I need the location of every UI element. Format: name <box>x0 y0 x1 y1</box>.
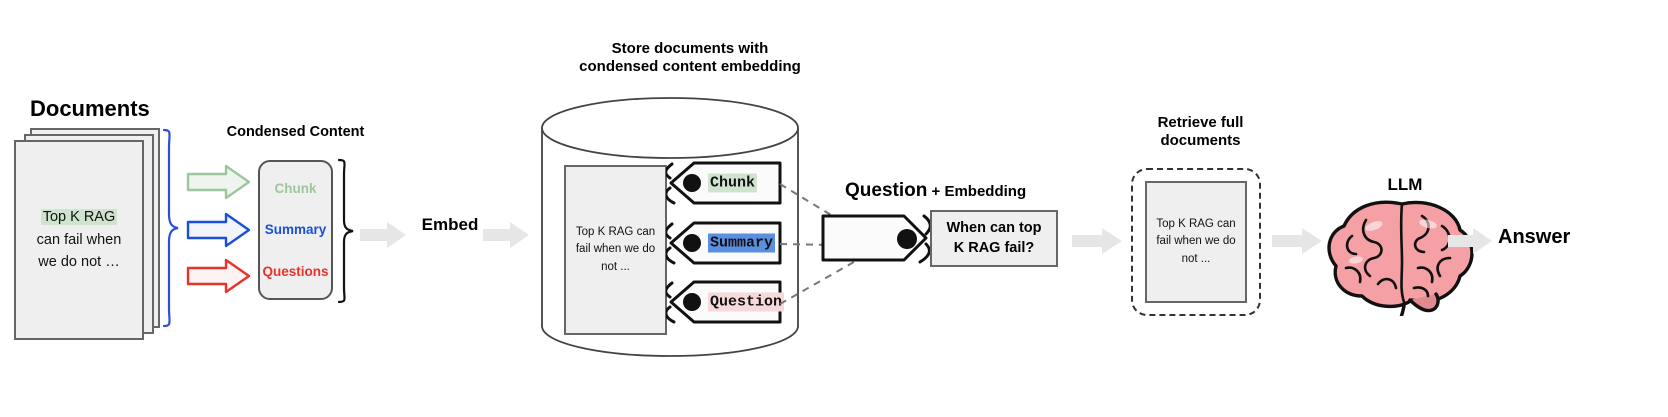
store-title-line-1: Store documents with <box>611 40 769 57</box>
question-title-rest: + Embedding <box>927 183 1027 200</box>
stored-doc-line-2: fail when we do <box>575 243 656 256</box>
arrow-chunk-icon <box>186 164 251 200</box>
retrieved-document-text: Top K RAG can fail when we do not ... <box>1156 216 1235 268</box>
arrow-retrieve-to-llm-icon <box>1272 228 1322 254</box>
arrow-question-to-retrieve-icon <box>1072 228 1122 254</box>
question-text: When can top K RAG fail? <box>946 219 1041 258</box>
retrieve-title: Retrieve full documents <box>1118 114 1283 149</box>
tag-icon <box>821 214 932 264</box>
retrieved-doc-line-2: fail when we do <box>1156 235 1236 248</box>
tag-chunk: Chunk <box>664 160 782 206</box>
arrow-questions-icon <box>186 258 251 294</box>
arrow-embed-to-store-icon <box>483 222 529 248</box>
tag-chunk-label: Chunk <box>708 173 758 193</box>
tag-question: Question <box>664 279 785 325</box>
tag-question-label: Question <box>708 292 785 312</box>
arrow-summary-icon <box>186 212 251 248</box>
condensed-item-summary: Summary <box>264 222 327 238</box>
question-line-1: When can top <box>946 219 1042 236</box>
stored-doc-line-3: not ... <box>601 260 630 273</box>
documents-title: Documents <box>30 96 150 121</box>
retrieve-title-line-2: documents <box>1160 131 1241 149</box>
question-line-2: K RAG fail? <box>953 239 1035 256</box>
condensed-content-box: Chunk Summary Questions <box>258 160 333 300</box>
document-text-line-2: can fail when <box>36 231 122 248</box>
question-title-strong: Question <box>845 180 928 201</box>
condensed-item-questions: Questions <box>262 263 329 279</box>
document-text-line-3: we do not … <box>38 254 120 271</box>
document-text: Top K RAG can fail when we do not … <box>36 206 122 273</box>
document-text-line-1: Top K RAG <box>40 209 118 226</box>
retrieved-doc-line-3: not ... <box>1181 252 1211 265</box>
tag-summary-label: Summary <box>708 233 776 253</box>
stored-document: Top K RAG can fail when we do not ... <box>564 165 667 335</box>
retrieve-title-line-1: Retrieve full <box>1157 114 1244 131</box>
brain-icon <box>1327 200 1474 316</box>
retrieved-document: Top K RAG can fail when we do not ... <box>1145 181 1247 303</box>
retrieve-dashed-container <box>1131 168 1261 316</box>
question-embedding-title: Question + Embedding <box>845 180 1045 202</box>
question-text-box: When can top K RAG fail? <box>930 210 1058 267</box>
retrieved-doc-line-1: Top K RAG can <box>1156 218 1236 231</box>
store-title-line-2: condensed content embedding <box>579 57 801 75</box>
document-sheet-front: Top K RAG can fail when we do not … <box>14 140 144 340</box>
embed-label: Embed <box>421 215 479 234</box>
llm-label: LLM <box>1387 175 1423 194</box>
condensed-content-title: Condensed Content <box>226 124 365 140</box>
tag-summary: Summary <box>664 220 782 266</box>
store-title: Store documents with condensed content e… <box>555 40 825 75</box>
answer-label: Answer <box>1498 226 1571 248</box>
documents-brace-icon <box>162 128 179 328</box>
stored-document-text: Top K RAG can fail when we do not ... <box>576 224 655 276</box>
stored-doc-line-1: Top K RAG can <box>575 226 656 239</box>
arrow-llm-to-answer-icon <box>1448 228 1492 254</box>
condensed-item-chunk: Chunk <box>274 181 317 197</box>
question-tag <box>820 208 932 268</box>
condensed-content-brace-icon <box>337 158 354 304</box>
arrow-to-embed-icon <box>360 222 406 248</box>
